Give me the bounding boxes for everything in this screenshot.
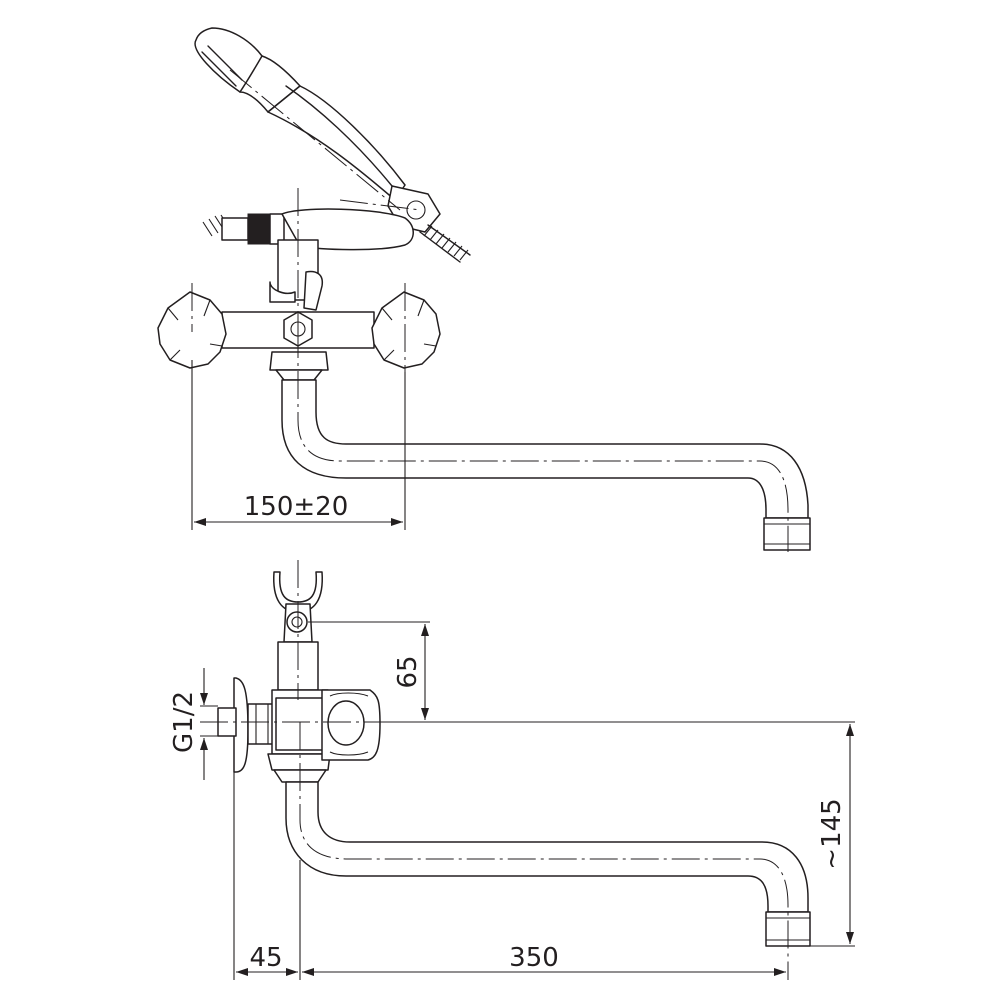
spout-nut [269, 351, 329, 371]
dim-spout-height: ~145 [817, 798, 847, 869]
side-handle [321, 689, 381, 761]
shower-holder [273, 571, 323, 691]
dim-shower-holder-height: 65 [393, 655, 423, 688]
front-view: 150±20 [157, 27, 811, 552]
diverter-body [269, 208, 414, 311]
dim-thread-size: G1/2 [169, 691, 199, 753]
shower-hose [419, 224, 471, 263]
side-view: 65 G1/2 ~145 45 350 [169, 560, 855, 980]
wall-flange [217, 677, 277, 773]
dim-wall-offset: 45 [249, 943, 282, 973]
shower-head [194, 27, 441, 233]
side-body [267, 689, 331, 783]
bottom-spout [285, 781, 809, 913]
dim-spout-reach: 350 [509, 943, 559, 973]
top-spout [281, 379, 809, 519]
hose-connector [202, 213, 285, 245]
dim-handle-spacing: 150±20 [244, 492, 349, 522]
right-handle [371, 291, 441, 369]
